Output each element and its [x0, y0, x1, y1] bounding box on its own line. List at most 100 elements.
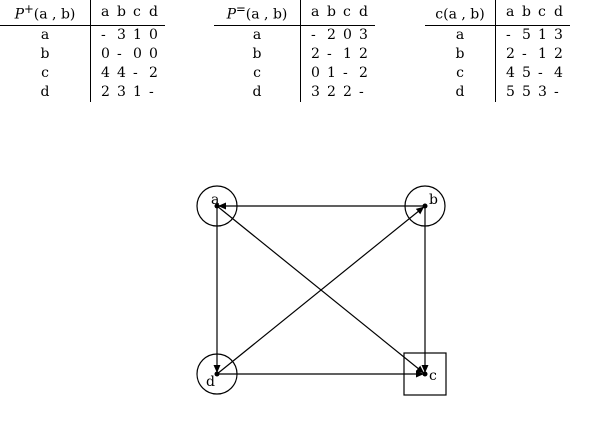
- header-args: c(a , b): [435, 6, 485, 23]
- matrix-cell: 0: [101, 45, 110, 62]
- matrix-cell: 4: [117, 64, 126, 81]
- matrix-cell: -: [506, 26, 511, 43]
- node-dot: [422, 371, 428, 377]
- graph-nodes: a b c d: [196, 185, 447, 396]
- matrix-cell: -: [359, 83, 364, 100]
- matrix-cell: 3: [311, 83, 320, 100]
- column-header: d: [149, 0, 165, 26]
- matrix-row: d 5 5 3 -: [425, 82, 570, 102]
- edge-d-to-b: [216, 206, 425, 375]
- column-header: c: [133, 0, 149, 26]
- matrix-cell: 2: [101, 83, 110, 100]
- node-b: b: [404, 185, 446, 227]
- header-superscript: +: [24, 2, 34, 16]
- matrix-row: a - 3 1 0: [0, 25, 165, 45]
- matrix-cell: 5: [522, 26, 531, 43]
- matrix-row: a - 5 1 3: [425, 25, 570, 45]
- row-label: b: [0, 44, 91, 64]
- matrix-cell: 0: [133, 45, 142, 62]
- matrix-cell: 1: [133, 26, 142, 43]
- node-label: a: [211, 192, 219, 208]
- matrix-cell: -: [343, 64, 348, 81]
- row-label: d: [214, 82, 301, 102]
- matrix-cell: 2: [327, 83, 336, 100]
- node-a: a: [196, 185, 238, 227]
- matrix-cell: -: [133, 64, 138, 81]
- matrix-cell: 3: [554, 26, 563, 43]
- row-label: a: [425, 25, 496, 45]
- matrix-cell: 4: [101, 64, 110, 81]
- column-header: a: [300, 0, 327, 26]
- matrix-cell: -: [522, 45, 527, 62]
- matrix-row: b 0 - 0 0: [0, 44, 165, 64]
- matrix-cell: 2: [554, 45, 563, 62]
- header-args: (a , b): [245, 6, 288, 23]
- matrix-cell: 4: [554, 64, 563, 81]
- column-header: b: [327, 0, 343, 26]
- matrix-header: c(a , b): [425, 0, 496, 26]
- header-symbol: P: [14, 6, 25, 23]
- matrix-cell: 2: [327, 26, 336, 43]
- matrix-cell: -: [117, 45, 122, 62]
- matrix-cell: 0: [149, 45, 158, 62]
- column-header: a: [90, 0, 117, 26]
- row-label: c: [214, 63, 301, 83]
- row-label: b: [425, 44, 496, 64]
- node-dot: [422, 203, 428, 209]
- matrix-row: c 4 5 - 4: [425, 63, 570, 83]
- matrix-cell: -: [101, 26, 106, 43]
- node-dot: [214, 371, 220, 377]
- node-c: c: [403, 352, 447, 396]
- column-header: c: [538, 0, 554, 26]
- matrix-cell: 1: [133, 83, 142, 100]
- row-label: b: [214, 44, 301, 64]
- matrix-header: P+(a , b): [0, 0, 91, 26]
- matrix-cell: 1: [538, 26, 547, 43]
- matrix-row: b 2 - 1 2: [214, 44, 375, 64]
- matrix-cell: -: [538, 64, 543, 81]
- matrix-cell: 4: [506, 64, 515, 81]
- edge-a-to-c: [216, 205, 425, 374]
- row-label: d: [0, 82, 91, 102]
- header-args: (a , b): [33, 6, 76, 23]
- row-label: c: [0, 63, 91, 83]
- matrix-cell: 0: [343, 26, 352, 43]
- header-symbol: P: [226, 6, 237, 23]
- column-header: b: [522, 0, 538, 26]
- matrix-cell: 5: [522, 64, 531, 81]
- matrix-row: b 2 - 1 2: [425, 44, 570, 64]
- matrix-cell: -: [149, 83, 154, 100]
- node-dot: [214, 203, 220, 209]
- matrix-cell: -: [554, 83, 559, 100]
- matrix-cell: 2: [359, 45, 368, 62]
- matrix-cell: 2: [149, 64, 158, 81]
- matrix-cell: 3: [538, 83, 547, 100]
- matrix-cell: 2: [343, 83, 352, 100]
- node-label: c: [429, 368, 437, 384]
- row-label: d: [425, 82, 496, 102]
- matrix-row: c 0 1 - 2: [214, 63, 375, 83]
- node-circle-marker: [196, 185, 238, 227]
- header-superscript: =: [236, 2, 246, 16]
- row-label: a: [214, 25, 301, 45]
- column-header: d: [359, 0, 375, 26]
- matrix-row: d 2 3 1 -: [0, 82, 165, 102]
- graph-edges: [213, 202, 429, 378]
- row-label: c: [425, 63, 496, 83]
- matrix-cell: 3: [117, 83, 126, 100]
- matrix-p-plus: P+(a , b) a b c d a - 3 1 0 b 0 - 0 0 c …: [0, 0, 165, 102]
- node-square-marker: [403, 352, 447, 396]
- node-circle-marker: [196, 353, 238, 395]
- matrix-cell: 2: [311, 45, 320, 62]
- matrix-cell: 2: [359, 64, 368, 81]
- matrix-cell: 1: [538, 45, 547, 62]
- matrix-cell: 2: [506, 45, 515, 62]
- matrix-cell: 3: [359, 26, 368, 43]
- column-header: d: [554, 0, 570, 26]
- matrix-p-equal: P=(a , b) a b c d a - 2 0 3 b 2 - 1 2 c …: [214, 0, 375, 102]
- matrix-cell: 1: [343, 45, 352, 62]
- node-label: d: [206, 374, 215, 390]
- column-header: c: [343, 0, 359, 26]
- matrix-cell: 1: [327, 64, 336, 81]
